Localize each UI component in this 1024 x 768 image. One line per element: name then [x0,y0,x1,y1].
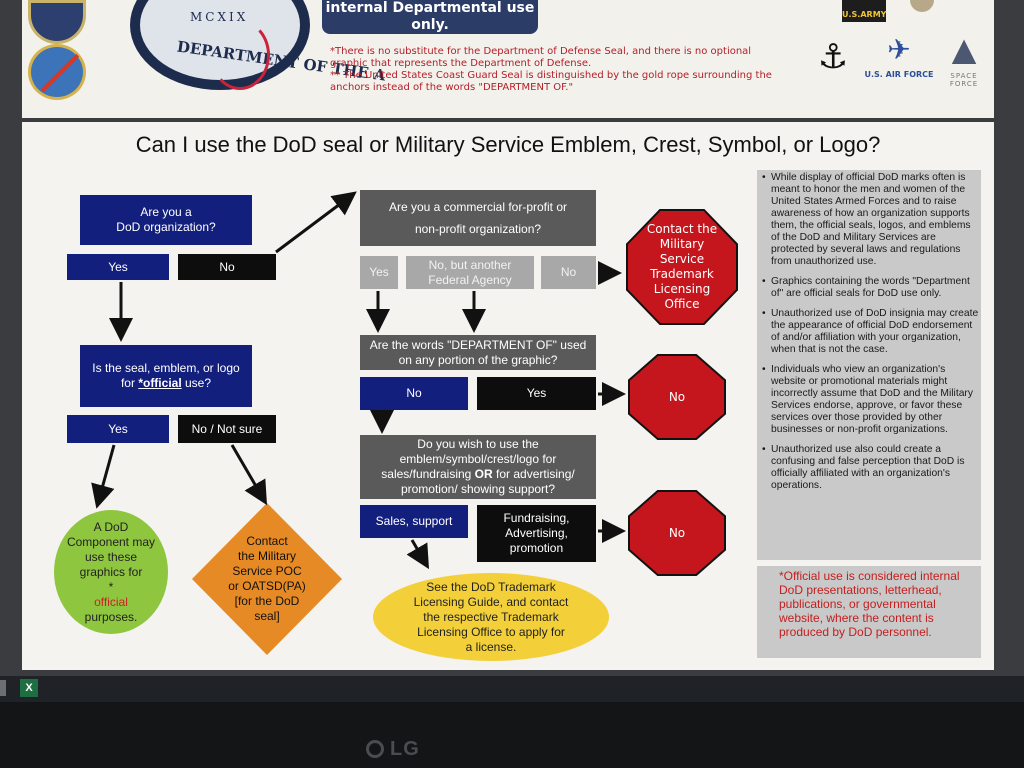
answer-not-sure: No / Not sure [178,415,276,443]
q-official-end: use? [181,376,212,390]
q-official-for: for [120,376,139,390]
monitor-bezel [0,702,1024,768]
q-sales-text1: Do you wish to use the emblem/symbol/cre… [381,437,557,481]
arrow-yes-to-green [91,444,116,509]
air-force-label: U.S. AIR FORCE [864,70,934,79]
official-use-note: *Official use is considered internal DoD… [757,566,981,658]
q-official-use: Is the seal, emblem, or logo for *offici… [80,345,252,407]
air-force-wing-icon: ✈ [887,33,911,66]
navy-eagle-logo-icon: ⚓ [817,37,849,77]
excel-icon[interactable]: X [20,679,38,697]
info-bullet: Individuals who view an organization's w… [762,364,979,436]
stop-contact-trademark-office: Contact the Military Service Trademark L… [626,209,738,325]
answer-yes-dod: Yes [67,254,169,280]
stop-no-fundraising-text: No [630,492,724,574]
q-sales-or: OR [474,467,493,481]
answer-sales-support: Sales, support [360,505,468,538]
green-outcome-text: A DoD Component may use these graphics f… [66,519,156,594]
space-force-logo-icon: ▲ SPACE FORCE [936,26,992,90]
q-official-word: *official [138,376,182,390]
space-force-delta-icon: ▲ [951,30,977,68]
stop-contact-text: Contact the Military Service Trademark L… [628,211,736,323]
seal-note-1: *There is no substitute for the Departme… [330,46,752,69]
q-commercial-org: Are you a commercial for-profit or non-p… [360,190,596,246]
answer-fundraising-advertising: Fundraising, Advertising, promotion [477,505,596,562]
q-dod-organization: Are you a DoD organization? [80,195,252,245]
info-bullets: While display of official DoD marks ofte… [757,172,979,500]
slide-title: Can I use the DoD seal or Military Servi… [135,132,881,157]
info-bullet: Graphics containing the words "Departmen… [762,276,979,300]
q-official-line1: Is the seal, emblem, or logo [92,361,240,375]
arrow-notsure-to-orange [230,444,268,506]
q-official-line2: for *official use? [121,376,211,391]
taskbar-app-icon[interactable] [0,680,6,696]
marine-logo-icon [910,0,934,12]
monitor-brand: LG [390,738,420,760]
air-force-logo-icon: ✈ U.S. AIR FORCE [862,30,936,86]
seal-notes: *There is no substitute for the Departme… [330,46,790,94]
green-outcome-official: official [94,594,128,609]
answer-yes-department: Yes [477,377,596,410]
answer-yes-commercial: Yes [360,256,398,289]
coast-guard-seal-icon [28,44,86,100]
yellow-outcome-trademark-guide: See the DoD Trademark Licensing Guide, a… [373,573,609,661]
seal-note-2: ** The United States Coast Guard Seal is… [330,70,772,93]
answer-no-commercial: No [541,256,596,289]
green-outcome-end: purposes. [84,609,138,624]
q-sales-fundraising: Do you wish to use the emblem/symbol/cre… [360,435,596,499]
space-force-label: SPACE FORCE [949,72,979,88]
stop-no-fundraising: No [628,490,726,576]
green-outcome-dod-component: A DoD Component may use these graphics f… [54,510,168,634]
info-bullet: Unauthorized use also could create a con… [762,444,979,492]
answer-other-federal-agency: No, but another Federal Agency [406,256,534,289]
answer-no-department: No [360,377,468,410]
info-bullet: Unauthorized use of DoD insignia may cre… [762,308,979,356]
info-bullet: While display of official DoD marks ofte… [762,172,979,268]
stop-no-department-text: No [630,356,724,438]
answer-no-dod: No [178,254,276,280]
answer-yes-official: Yes [67,415,169,443]
lg-logo-icon [366,740,384,758]
q-sales-text2: for advertising/ promotion/ showing supp… [400,467,575,496]
internal-use-box: internal Departmental use only. [322,0,538,34]
q-department-of-words: Are the words "DEPARTMENT OF" used on an… [360,335,596,370]
arrow-no-to-commercial [275,191,357,254]
arrow-sales-to-yellow [406,539,430,570]
taskbar [0,676,1024,702]
stop-no-department: No [628,354,726,440]
q-sales-part1: Do you wish to use the emblem/symbol/cre… [381,437,574,497]
red-highlight-arc [210,20,270,90]
army-logo-icon: U.S.ARMY [842,0,886,22]
